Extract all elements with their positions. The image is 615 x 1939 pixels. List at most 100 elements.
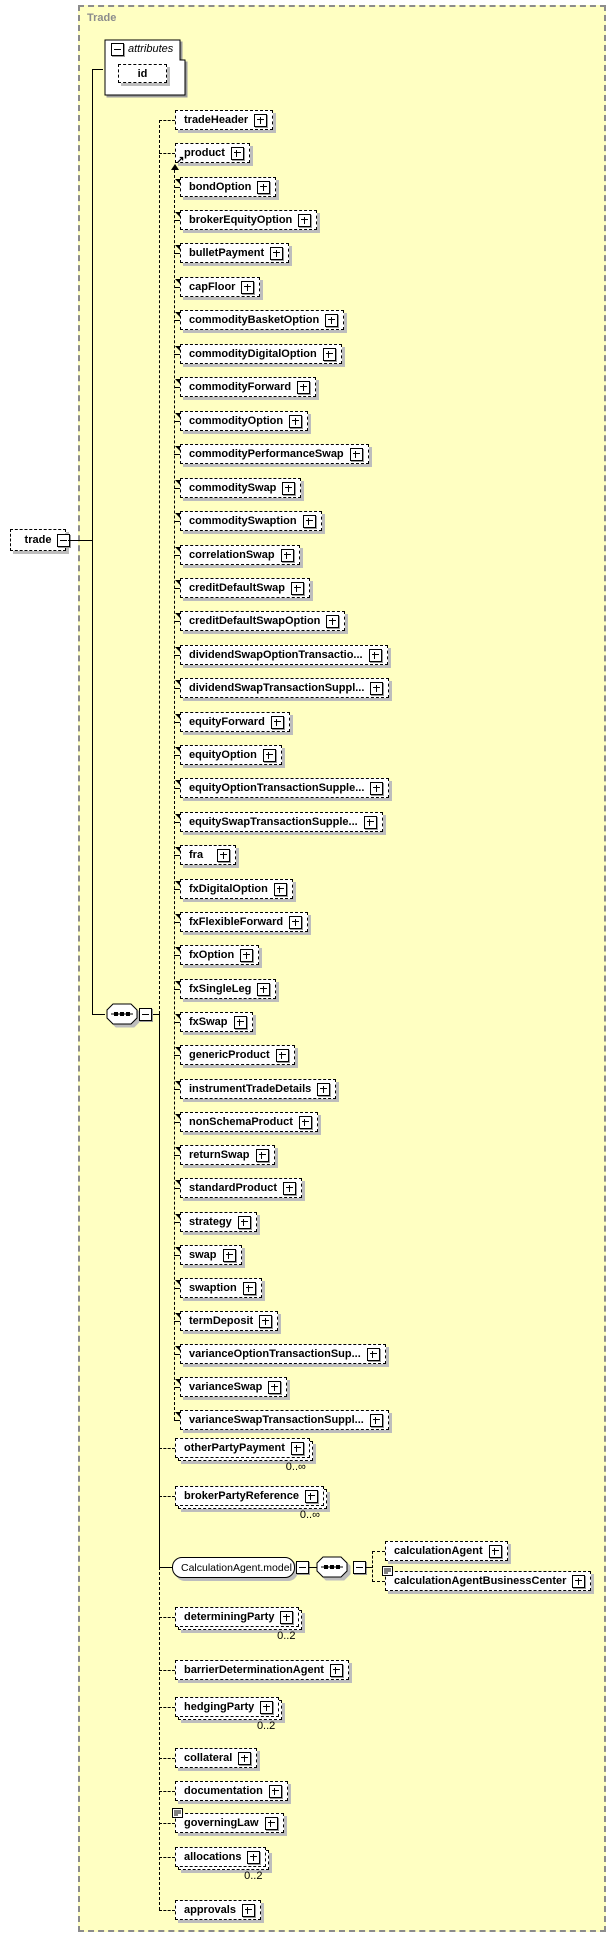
element-varianceSwap[interactable]: varianceSwap bbox=[173, 1377, 288, 1397]
element-equityForward[interactable]: equityForward bbox=[174, 712, 290, 732]
element-fra[interactable]: fra bbox=[174, 845, 236, 865]
expand-icon[interactable] bbox=[369, 1413, 383, 1427]
expand-icon[interactable] bbox=[488, 1544, 502, 1558]
expand-icon[interactable] bbox=[368, 648, 382, 662]
expand-icon[interactable] bbox=[280, 548, 294, 562]
expand-icon[interactable] bbox=[298, 1115, 312, 1129]
expand-icon[interactable] bbox=[370, 681, 384, 695]
expand-icon[interactable] bbox=[222, 1248, 236, 1262]
collapse-icon[interactable] bbox=[57, 534, 70, 547]
expand-icon[interactable] bbox=[366, 1347, 380, 1361]
expand-icon[interactable] bbox=[268, 1380, 282, 1394]
attribute-id[interactable]: id bbox=[118, 64, 167, 83]
expand-icon[interactable] bbox=[268, 1784, 282, 1798]
expand-icon[interactable] bbox=[329, 1663, 343, 1677]
element-box[interactable]: determiningParty bbox=[175, 1607, 300, 1627]
element-correlationSwap[interactable]: correlationSwap bbox=[174, 545, 300, 565]
element-fxSwap[interactable]: fxSwap bbox=[174, 1012, 253, 1032]
expand-icon[interactable] bbox=[255, 1148, 269, 1162]
element-commoditySwap[interactable]: commoditySwap bbox=[173, 478, 302, 498]
element-instrumentTradeDetails[interactable]: instrumentTradeDetails bbox=[173, 1079, 337, 1099]
expand-icon[interactable] bbox=[326, 614, 340, 628]
expand-icon[interactable] bbox=[257, 982, 271, 996]
expand-icon[interactable] bbox=[283, 1181, 297, 1195]
expand-icon[interactable] bbox=[297, 380, 311, 394]
expand-icon[interactable] bbox=[289, 915, 303, 929]
element-box[interactable]: brokerPartyReference bbox=[175, 1486, 324, 1506]
element-commodityBasketOption[interactable]: commodityBasketOption bbox=[173, 310, 345, 330]
expand-icon[interactable] bbox=[230, 146, 244, 160]
element-equityOptionTransactionSupplement[interactable]: equityOptionTransactionSupple... bbox=[173, 778, 390, 798]
expand-icon[interactable] bbox=[264, 1816, 278, 1830]
element-commoditySwaption[interactable]: commoditySwaption bbox=[174, 511, 322, 531]
element-fxFlexibleForward[interactable]: fxFlexibleForward bbox=[173, 912, 309, 932]
element-swap[interactable]: swap bbox=[174, 1245, 242, 1265]
element-fxDigitalOption[interactable]: fxDigitalOption bbox=[174, 879, 293, 899]
expand-icon[interactable] bbox=[317, 1082, 331, 1096]
expand-icon[interactable] bbox=[290, 581, 304, 595]
expand-icon[interactable] bbox=[275, 1048, 289, 1062]
collapse-icon[interactable] bbox=[296, 1561, 309, 1574]
element-dividendSwapOptionTransaction[interactable]: dividendSwapOptionTransactio... bbox=[174, 645, 388, 665]
element-commodityPerformanceSwap[interactable]: commodityPerformanceSwap bbox=[174, 444, 369, 464]
element-termDeposit[interactable]: termDeposit bbox=[173, 1311, 279, 1331]
sequence-icon[interactable] bbox=[103, 1000, 143, 1030]
expand-icon[interactable] bbox=[247, 1850, 261, 1864]
element-fxOption[interactable]: fxOption bbox=[173, 945, 260, 965]
element-dividendSwapTransactionSupplement[interactable]: dividendSwapTransactionSuppl... bbox=[173, 678, 390, 698]
element-box[interactable]: allocations bbox=[175, 1847, 267, 1867]
element-barrierDeterminationAgent[interactable]: barrierDeterminationAgent bbox=[175, 1660, 349, 1680]
element-commodityForward[interactable]: commodityForward bbox=[173, 377, 317, 397]
element-bulletPayment[interactable]: bulletPayment bbox=[173, 243, 290, 263]
collapse-icon[interactable] bbox=[139, 1008, 152, 1021]
expand-icon[interactable] bbox=[572, 1574, 586, 1588]
expand-icon[interactable] bbox=[349, 447, 363, 461]
expand-icon[interactable] bbox=[289, 414, 303, 428]
element-approvals[interactable]: approvals bbox=[175, 1900, 261, 1920]
group-CalculationAgent-model[interactable]: CalculationAgent.model bbox=[172, 1557, 295, 1578]
element-strategy[interactable]: strategy bbox=[174, 1212, 257, 1232]
element-swaption[interactable]: swaption bbox=[174, 1278, 262, 1298]
expand-icon[interactable] bbox=[217, 848, 230, 862]
element-genericProduct[interactable]: genericProduct bbox=[174, 1045, 295, 1065]
expand-icon[interactable] bbox=[241, 1903, 255, 1917]
expand-icon[interactable] bbox=[237, 1215, 251, 1229]
expand-icon[interactable] bbox=[280, 1610, 294, 1624]
element-documentation[interactable]: documentation bbox=[175, 1781, 288, 1801]
element-commodityDigitalOption[interactable]: commodityDigitalOption bbox=[174, 344, 342, 364]
sequence-icon[interactable] bbox=[313, 1553, 353, 1583]
element-varianceOptionTransactionSupplement[interactable]: varianceOptionTransactionSup... bbox=[174, 1344, 386, 1364]
element-bondOption[interactable]: bondOption bbox=[173, 177, 277, 197]
element-brokerEquityOption[interactable]: brokerEquityOption bbox=[173, 210, 318, 230]
element-nonSchemaProduct[interactable]: nonSchemaProduct bbox=[174, 1112, 318, 1132]
element-varianceSwapTransactionSupplement[interactable]: varianceSwapTransactionSuppl... bbox=[174, 1410, 389, 1430]
expand-icon[interactable] bbox=[262, 748, 276, 762]
expand-icon[interactable] bbox=[238, 1751, 252, 1765]
expand-icon[interactable] bbox=[257, 180, 271, 194]
expand-icon[interactable] bbox=[242, 1281, 256, 1295]
expand-icon[interactable] bbox=[302, 514, 316, 528]
element-tradeHeader[interactable]: tradeHeader bbox=[175, 110, 274, 130]
element-box[interactable]: hedgingParty bbox=[175, 1697, 280, 1717]
expand-icon[interactable] bbox=[282, 481, 296, 495]
element-commodityOption[interactable]: commodityOption bbox=[173, 411, 309, 431]
element-capFloor[interactable]: capFloor bbox=[173, 277, 261, 297]
expand-icon[interactable] bbox=[270, 246, 284, 260]
expand-icon[interactable] bbox=[233, 1015, 247, 1029]
collapse-icon[interactable] bbox=[111, 43, 124, 56]
expand-icon[interactable] bbox=[270, 715, 284, 729]
expand-icon[interactable] bbox=[241, 280, 255, 294]
element-creditDefaultSwap[interactable]: creditDefaultSwap bbox=[174, 578, 310, 598]
element-fxSingleLeg[interactable]: fxSingleLeg bbox=[173, 979, 277, 999]
expand-icon[interactable] bbox=[322, 347, 336, 361]
element-equitySwapTransactionSupplement[interactable]: equitySwapTransactionSupple... bbox=[174, 812, 383, 832]
element-equityOption[interactable]: equityOption bbox=[174, 745, 282, 765]
expand-icon[interactable] bbox=[298, 213, 312, 227]
element-collateral[interactable]: collateral bbox=[175, 1748, 258, 1768]
expand-icon[interactable] bbox=[259, 1314, 273, 1328]
element-product[interactable]: ↗ product bbox=[175, 143, 250, 166]
element-returnSwap[interactable]: returnSwap bbox=[174, 1145, 275, 1165]
expand-icon[interactable] bbox=[304, 1489, 318, 1503]
expand-icon[interactable] bbox=[254, 113, 268, 127]
element-box[interactable]: otherPartyPayment bbox=[175, 1438, 310, 1458]
